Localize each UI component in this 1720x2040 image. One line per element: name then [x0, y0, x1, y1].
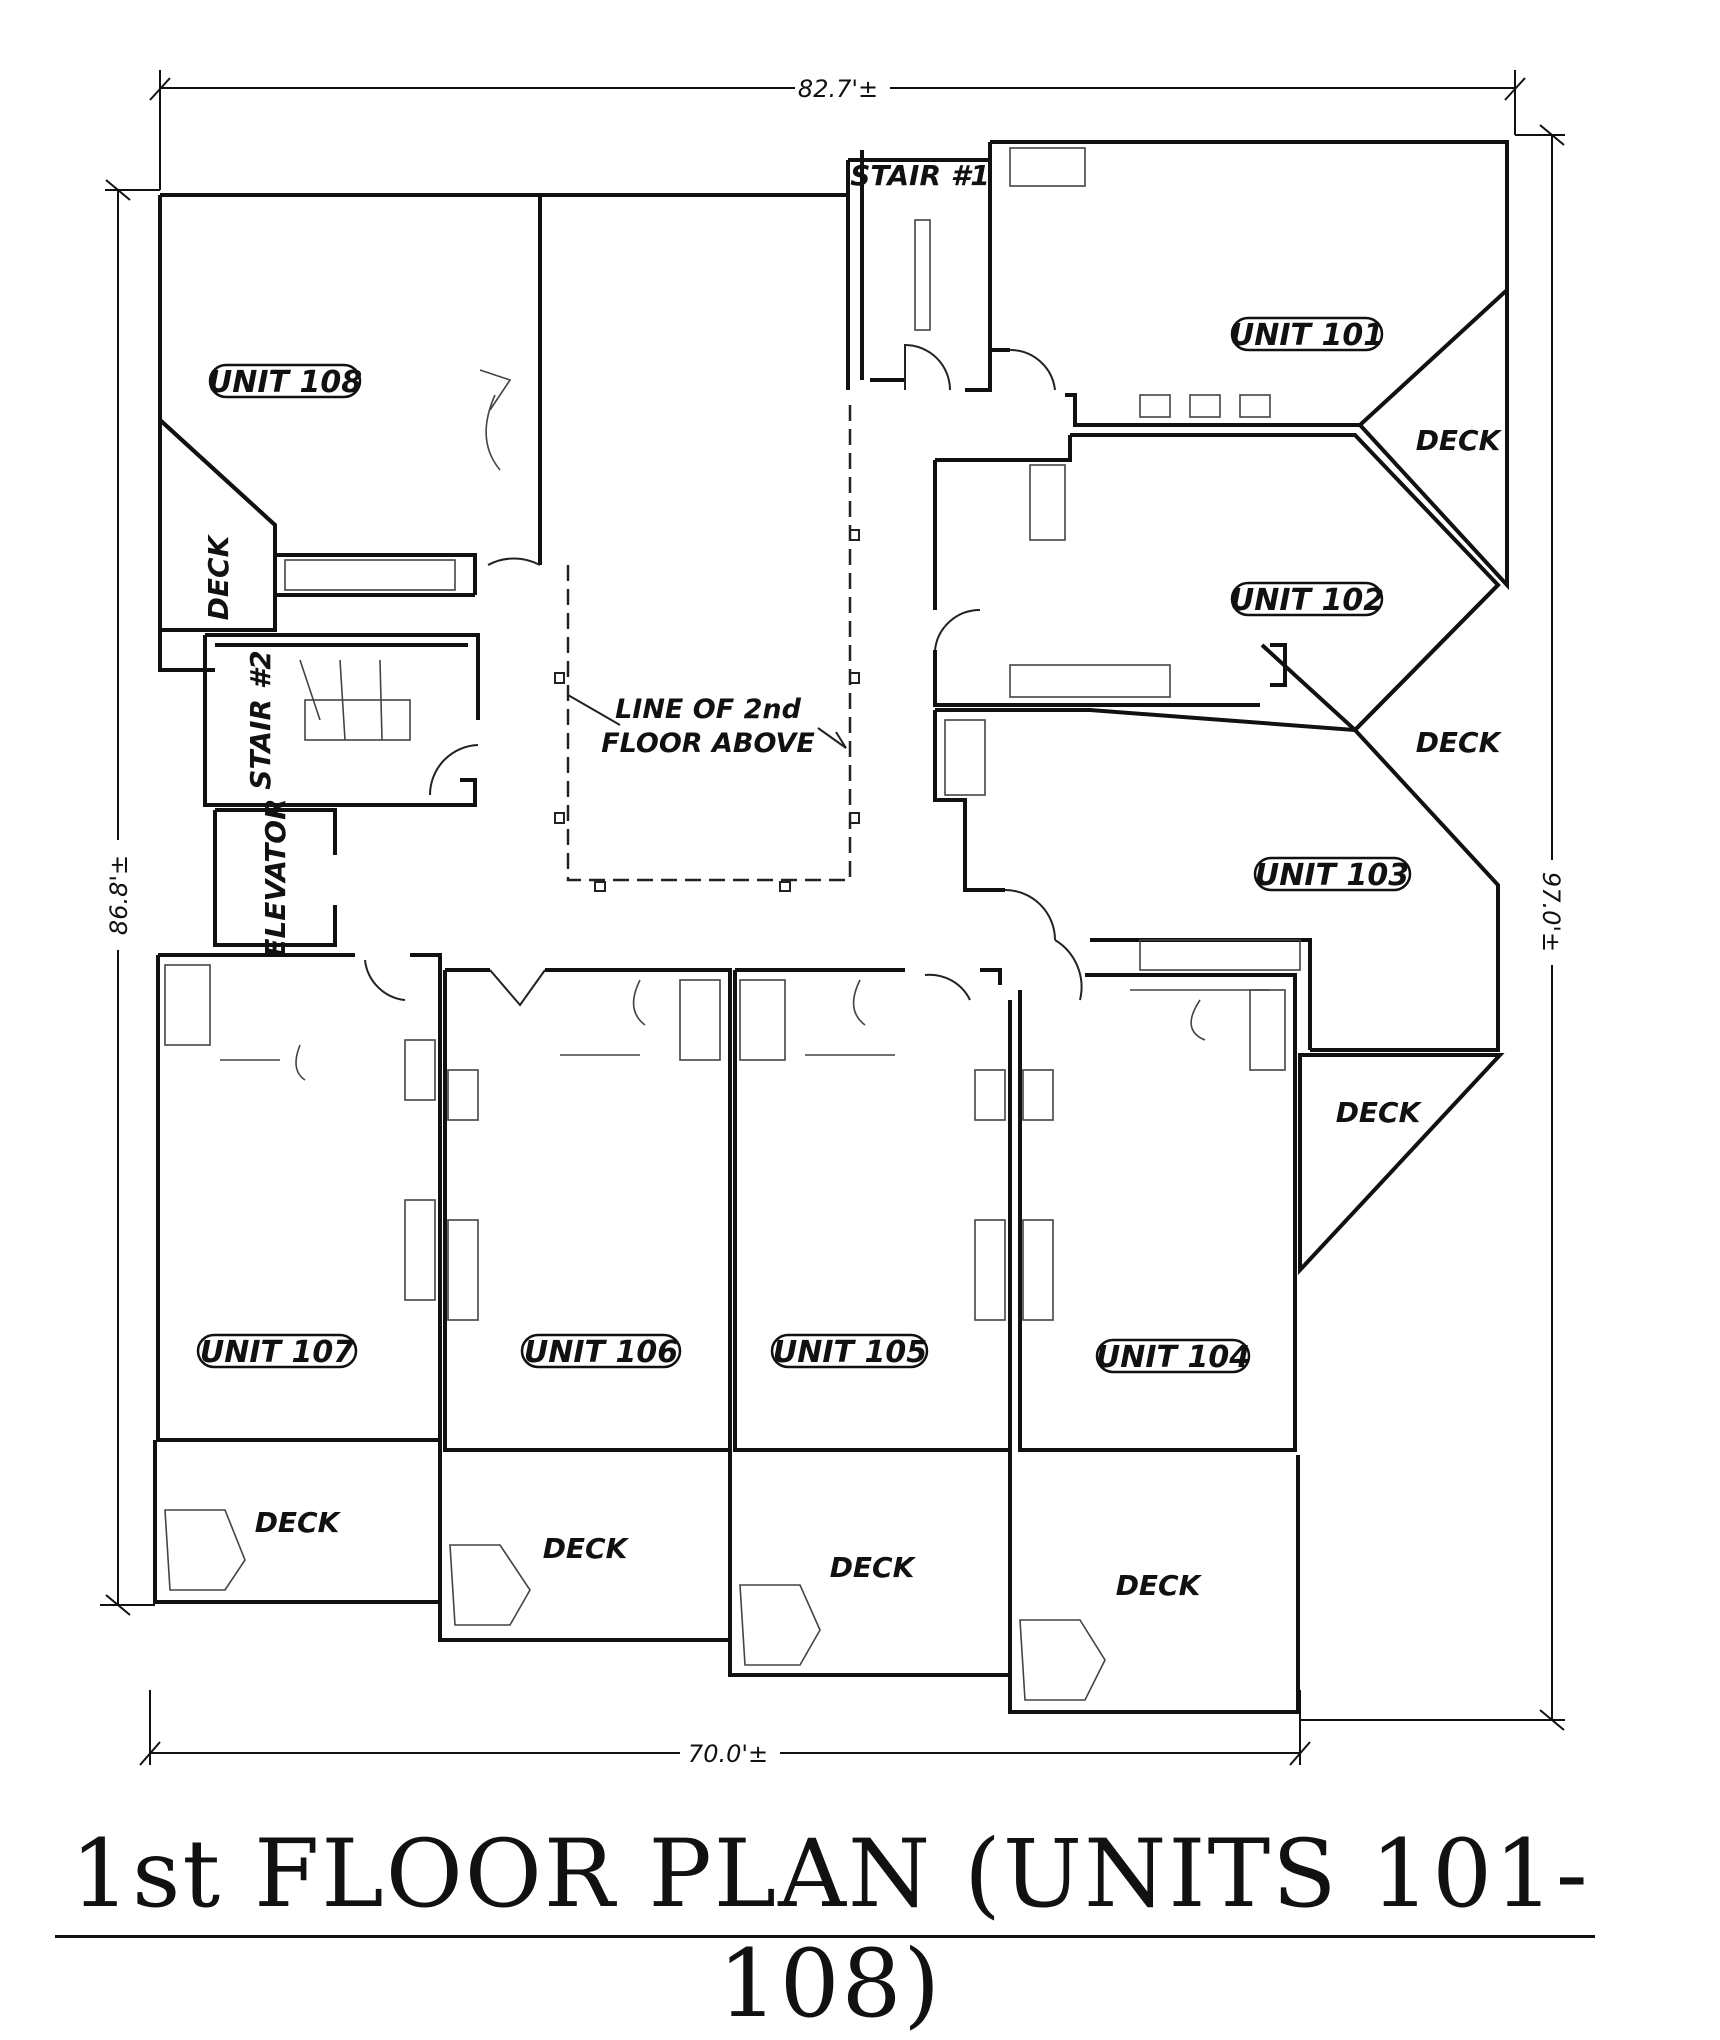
- unit-107-text: UNIT 107: [200, 1335, 354, 1370]
- unit-102-text: UNIT 102: [1230, 583, 1384, 618]
- dimension-top: 82.7'±: [798, 75, 878, 103]
- unit-106-label: UNIT 106: [520, 1333, 682, 1370]
- dimension-right: 97.0'±: [1537, 872, 1565, 952]
- unit-103-text: UNIT 103: [1255, 858, 1409, 893]
- building-walls: [153, 140, 1509, 1714]
- unit-101-text: UNIT 101: [1230, 318, 1384, 353]
- unit-108-text: UNIT 108: [208, 365, 362, 400]
- note-leader: [567, 694, 847, 749]
- title-underline: [55, 1935, 1595, 1938]
- unit-103-label: UNIT 103: [1253, 856, 1412, 893]
- plan-title: 1st FLOOR PLAN (UNITS 101-108): [70, 1820, 1590, 2039]
- unit-101-label: UNIT 101: [1230, 316, 1384, 353]
- dimension-lines: [100, 70, 1565, 1766]
- unit-108-label: UNIT 108: [208, 363, 362, 400]
- deck-105-label: DECK: [830, 1551, 917, 1584]
- unit-105-label: UNIT 105: [770, 1333, 929, 1370]
- deck-102-label: DECK: [1416, 726, 1503, 759]
- unit-104-label: UNIT 104: [1095, 1338, 1251, 1375]
- fixtures: [164, 147, 1301, 1701]
- stair-2-label: STAIR #2: [244, 650, 277, 789]
- stair-1-label: STAIR #1: [850, 159, 989, 192]
- unit-106-text: UNIT 106: [524, 1335, 678, 1370]
- dimension-bottom: 70.0'±: [688, 1740, 768, 1768]
- second-floor-outline: [566, 400, 852, 882]
- dimension-left: 86.8'±: [105, 855, 133, 935]
- deck-108-label: DECK: [202, 533, 235, 620]
- deck-101-label: DECK: [1416, 424, 1503, 457]
- deck-104-label: DECK: [1116, 1569, 1203, 1602]
- unit-107-label: UNIT 107: [196, 1333, 358, 1370]
- deck-103-label: DECK: [1336, 1096, 1423, 1129]
- unit-102-label: UNIT 102: [1230, 581, 1384, 618]
- unit-104-text: UNIT 104: [1096, 1340, 1250, 1375]
- note-line-1: LINE OF 2nd: [615, 694, 801, 725]
- elevator-label: ELEVATOR: [259, 798, 292, 957]
- unit-105-text: UNIT 105: [773, 1335, 927, 1370]
- floor-plan-diagram: 82.7'± 70.0'± 86.8'± 97.0'±: [100, 70, 1565, 1768]
- door-swings: [364, 343, 1083, 1007]
- columns: [554, 529, 860, 892]
- deck-106-label: DECK: [543, 1532, 630, 1565]
- deck-107-label: DECK: [255, 1506, 342, 1539]
- note-line-2: FLOOR ABOVE: [601, 728, 815, 759]
